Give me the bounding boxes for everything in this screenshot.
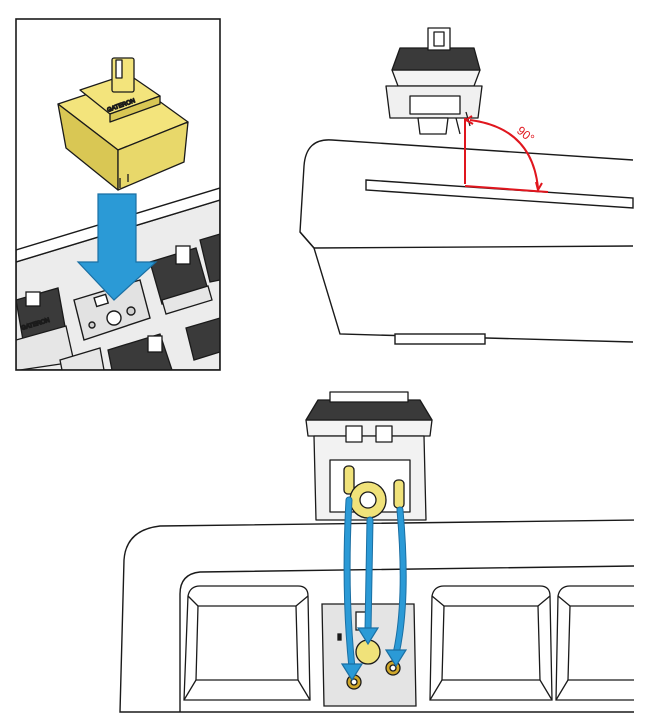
neighbor-switch-bottom: [59, 317, 220, 370]
keycap-left: [183, 585, 311, 701]
pin-alignment-arrows: [340, 496, 408, 682]
panel-vertical-alignment: 90°: [299, 27, 634, 345]
yellow-switch: GATERON: [57, 57, 189, 191]
insert-direction-arrow: [76, 193, 158, 301]
keyboard-edge: [299, 139, 634, 345]
panel-pin-alignment: [119, 391, 634, 713]
switch-side-view: [385, 27, 483, 135]
neighbor-switch-top-right: [149, 233, 220, 315]
keycap-right-1: [429, 585, 553, 701]
angle-label: 90°: [514, 123, 537, 145]
neighbor-switch-left: GATERON: [16, 287, 75, 370]
panel-frame: [15, 18, 221, 371]
angle-indicator: [464, 115, 549, 193]
switch-bottom-view: [305, 391, 433, 521]
keycap-right-2: [555, 585, 634, 701]
panel-insert-switch: GATERON: [15, 18, 221, 371]
